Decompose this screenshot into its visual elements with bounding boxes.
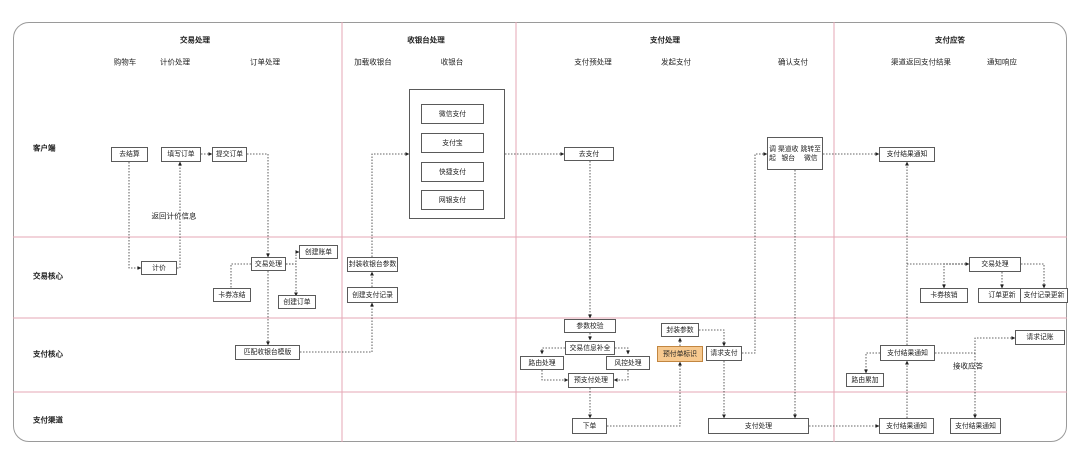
lane-separators xyxy=(13,22,1067,442)
subphase-initiate: 发起支付 xyxy=(661,57,691,67)
subphase-checkout-desk: 收银台 xyxy=(440,57,464,67)
node-result-notify-channel-2: 支付结果通知 xyxy=(950,418,1001,434)
invoke-line-1: 调起 xyxy=(769,145,776,162)
connector xyxy=(942,263,969,289)
connector xyxy=(1021,263,1046,289)
label-receive-ack: 接收应答 xyxy=(953,361,983,371)
node-result-notify-core: 支付结果通知 xyxy=(880,345,935,361)
node-param-check: 参数校验 xyxy=(564,319,616,333)
node-risk-process: 风控处理 xyxy=(606,356,650,370)
phase-transaction: 交易处理 xyxy=(180,35,210,45)
node-quickpay: 快捷支付 xyxy=(421,162,484,182)
subphase-pricing: 计价处理 xyxy=(160,57,190,67)
node-request-log: 请求记账 xyxy=(1015,330,1065,345)
connector xyxy=(699,329,726,347)
node-wrap-checkout-params: 封装收银台参数 xyxy=(347,257,398,272)
phase-checkout: 收银台处理 xyxy=(407,35,445,45)
node-checkout: 去结算 xyxy=(111,147,148,162)
subphase-notify-response: 通知响应 xyxy=(987,57,1017,67)
node-prepay-process: 预支付处理 xyxy=(568,373,614,388)
node-invoke-channel: 调起 渠道收银台 跳转至微信 xyxy=(767,137,823,170)
node-coupon-verify: 卡券核销 xyxy=(920,288,968,303)
node-submit-order: 提交订单 xyxy=(212,147,247,162)
node-trade-process-2: 交易处理 xyxy=(969,257,1021,272)
subphase-cart: 购物车 xyxy=(113,57,137,67)
connector xyxy=(286,263,298,297)
phase-payment: 支付处理 xyxy=(650,35,680,45)
connector xyxy=(247,153,270,258)
lane-pay-channel: 支付渠道 xyxy=(33,415,63,425)
node-wrap-params: 封装参数 xyxy=(661,323,699,337)
node-wechat-pay: 微信支付 xyxy=(421,104,484,124)
subphase-order: 订单处理 xyxy=(250,57,280,67)
diagram-frame xyxy=(13,22,1067,442)
node-channel-pay-process: 支付处理 xyxy=(708,418,809,434)
connector xyxy=(286,250,300,265)
connector xyxy=(128,162,142,270)
connector xyxy=(300,302,374,353)
node-match-template: 匹配收银台模版 xyxy=(235,345,300,360)
subphase-confirm: 确认支付 xyxy=(778,57,808,67)
node-coupon-freeze: 卡券冻结 xyxy=(213,288,251,302)
node-trade-process: 交易处理 xyxy=(251,257,286,271)
node-order-update: 订单更新 xyxy=(978,288,1026,303)
lane-pay-core: 支付核心 xyxy=(33,349,63,359)
checkout-desk-group xyxy=(409,89,505,219)
connector xyxy=(607,361,682,427)
connector xyxy=(742,152,768,354)
connector xyxy=(540,347,565,355)
node-go-pay: 去支付 xyxy=(564,147,614,161)
connectors xyxy=(128,152,1046,428)
connector xyxy=(177,161,182,269)
node-fill-order: 填写订单 xyxy=(161,147,201,162)
connector xyxy=(371,152,410,257)
phase-response: 支付应答 xyxy=(935,35,965,45)
node-route-process: 路由处理 xyxy=(520,356,564,370)
node-create-bill: 创建账单 xyxy=(299,245,338,259)
label-return-price: 返回计价信息 xyxy=(151,211,197,221)
node-netbank-pay: 网银支付 xyxy=(421,190,484,210)
node-prepay-mark: 预付单标识 xyxy=(657,346,703,362)
node-price: 计价 xyxy=(141,261,177,275)
node-route-accumulate: 路由累加 xyxy=(846,373,884,387)
connector xyxy=(615,347,630,355)
subphase-load-checkout: 加载收银台 xyxy=(354,57,392,67)
invoke-line-3: 跳转至微信 xyxy=(800,145,821,162)
node-create-order: 创建订单 xyxy=(278,295,316,309)
connector xyxy=(935,336,1016,354)
lane-trade-core: 交易核心 xyxy=(33,271,63,281)
node-result-notify-channel: 支付结果通知 xyxy=(879,418,934,434)
node-place-order: 下单 xyxy=(572,418,607,434)
lane-client: 客户端 xyxy=(33,143,56,153)
subphase-prepay: 支付预处理 xyxy=(574,57,612,67)
node-alipay: 支付宝 xyxy=(421,133,484,153)
node-result-notify-client: 支付结果通知 xyxy=(879,147,935,162)
connector xyxy=(864,352,880,374)
subphase-channel-result: 渠道返回支付结果 xyxy=(891,57,951,67)
invoke-line-2: 渠道收银台 xyxy=(778,145,799,162)
node-trade-info-complete: 交易信息补全 xyxy=(565,341,615,355)
node-record-update: 支付记录更新 xyxy=(1020,288,1068,303)
connector xyxy=(613,370,629,382)
connector xyxy=(229,263,251,294)
connector xyxy=(541,370,569,382)
node-request-pay: 请求支付 xyxy=(706,346,742,361)
node-create-pay-record: 创建支付记录 xyxy=(347,287,398,303)
